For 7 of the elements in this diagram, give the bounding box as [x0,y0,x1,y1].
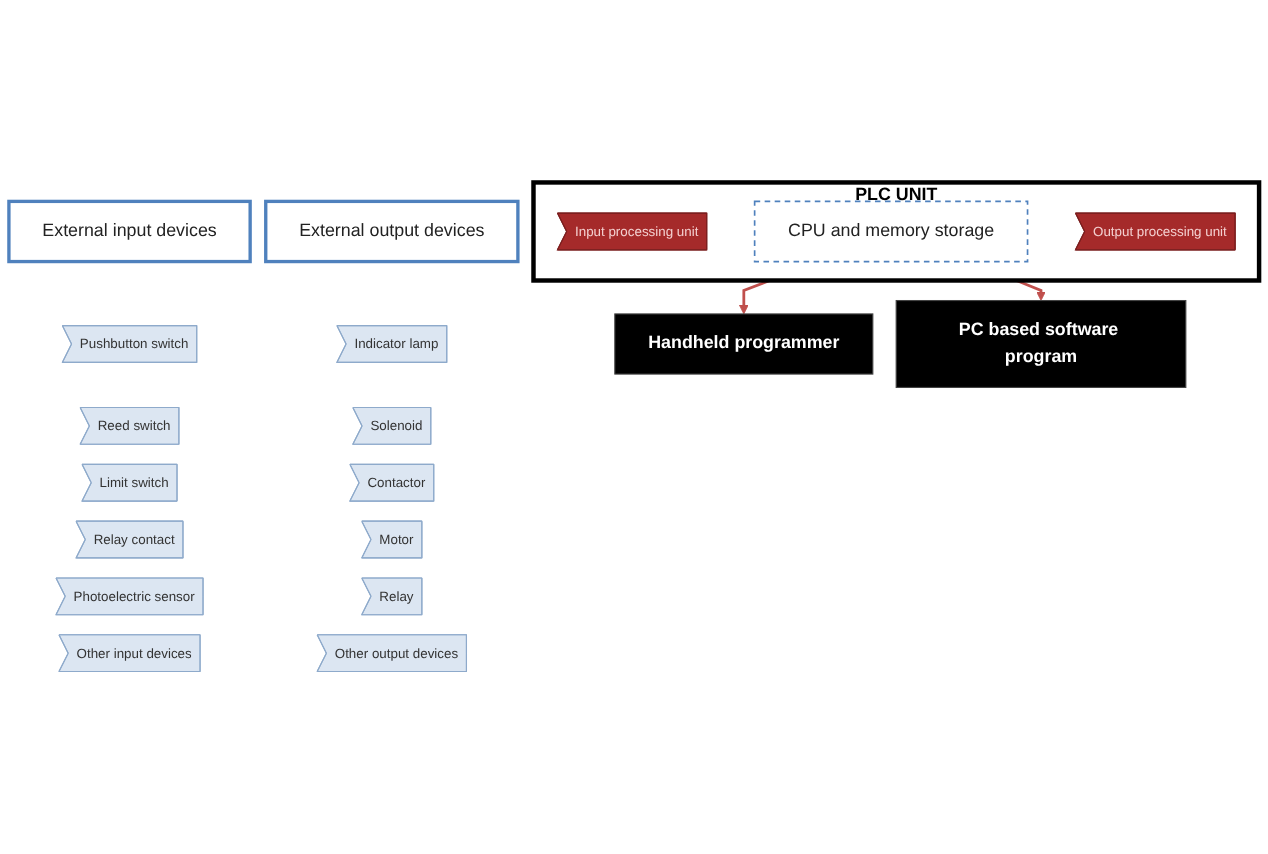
arrow [738,279,771,315]
node-box: PC based software program [895,300,1187,388]
node-box: CPU and memory storage [753,200,1029,263]
node-box: External output devices [264,199,520,264]
node-box: Handheld programmer [614,313,874,375]
node-box: External input devices [7,199,252,264]
arrow [1015,279,1046,301]
